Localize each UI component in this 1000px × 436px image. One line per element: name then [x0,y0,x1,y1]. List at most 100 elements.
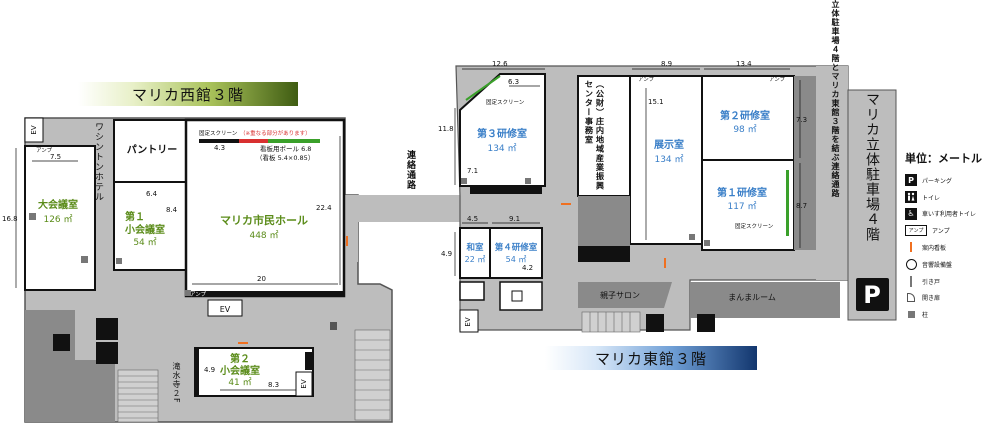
jimukyoku-name: （公財）庄内地域産業振興センター事務室 [584,80,605,191]
sliding-door-icon [905,275,917,287]
kanban-pole-label: 看板用ポール 6.8 [260,144,311,153]
parking-name-label: マリカ立体駐車場４階 [864,92,880,242]
legend-label: トイレ [922,194,941,202]
dimension-label: 15.1 [648,98,664,106]
parking-bridge [816,66,848,280]
screen-line [786,170,789,236]
sign-marker [561,203,571,205]
service-area [25,310,75,422]
pillar [29,213,36,220]
legend-label: 柱 [922,312,929,320]
shokaigi2-area: 41 ㎡ [228,377,251,388]
speaker-icon [905,258,917,270]
parking-glyph: P [863,281,881,309]
kenshu2-area: 98 ㎡ [733,124,756,135]
kenshu3-area: 134 ㎡ [487,143,516,154]
shokaigi2-wall [195,348,199,396]
dimension-label: 4.9 [441,250,452,258]
elevator-west-top [24,117,44,143]
sign-marker [664,258,666,268]
elevator-west-bottom [207,299,243,317]
west-building-banner: マリカ西館３階 [78,82,298,106]
restroom-west-female [96,342,118,364]
pillar [81,256,88,263]
daikaigi-area: 126 ㎡ [43,214,72,225]
stage-strip [186,291,344,297]
dimension-label: 6.3 [508,78,519,86]
room-washitsu[interactable] [459,227,491,279]
room-kenshu2[interactable] [701,75,795,161]
shokaigi2-wall [305,352,313,370]
legend-item: ♿ 車いす利用者トイレ [905,207,1000,221]
legend-label: 車いす利用者トイレ [922,211,977,219]
dimension-label: 9.1 [509,215,520,223]
pantry-name: パントリー [127,144,178,156]
legend-label: 音響設備盤 [922,261,953,269]
restroom-icon [905,191,917,204]
kanban-size-label: （看板 5.4×0.85） [256,153,314,162]
amp-label: アンプ [36,147,53,154]
amp-label: アンプ [190,291,207,298]
dimension-label: 6.4 [146,190,158,198]
hall-name: マリカ市民ホール [220,213,308,227]
kenshu3-name: 第３研修室 [477,127,527,140]
pillar [689,234,695,240]
restroom-west-male [96,318,118,340]
legend-item: 開き扉 [905,292,1000,305]
dimension-label: 4.2 [522,264,533,272]
legend-label: パーキング [922,177,952,185]
kenshu1-area: 117 ㎡ [727,201,756,212]
wall-strip [470,186,542,194]
washington-hotel-label: ワシントンホテル [93,122,103,202]
small-room [459,281,485,301]
kotakiyama-label: 滝水寺２F [172,362,181,404]
wheelchair-icon: ♿ [905,207,917,220]
elevator-west-lower [295,371,313,397]
dimension-label: 7.5 [50,153,61,161]
restroom-east-a [646,314,664,332]
sign-marker [346,236,348,246]
staircase [117,369,159,423]
legend-label: 引き戸 [922,278,941,286]
washitsu-area: 22 ㎡ [465,255,486,264]
east-building-banner: マリカ東館３階 [545,346,757,370]
dark-core [578,196,630,246]
staircase [354,329,391,421]
swing-door-icon [905,292,917,304]
room-shokaigi2[interactable] [194,347,314,397]
dimension-label: 11.8 [438,125,454,133]
ev-label: EV [300,379,308,388]
ev-label: EV [30,125,38,134]
dimension-label: 4.9 [204,366,215,374]
legend-item: アンプ アンプ [905,224,1000,237]
dimension-label: 22.4 [316,204,332,212]
ev-label: EV [220,305,231,314]
legend-item: 案内看板 [905,241,1000,254]
legend-label: 開き扉 [922,295,941,303]
ev-label: EV [464,317,472,326]
screen-warning-label: （※重なる部分があります） [240,129,311,137]
dimension-label: 7.1 [467,167,478,175]
room-daikaigi[interactable] [24,145,96,291]
kenshu4-name: 第４研修室 [495,242,538,253]
dimension-label: 12.6 [492,60,508,68]
manma-name: まんまルーム [728,293,776,302]
pillar [330,322,337,330]
map-legend: 単位：メートル P パーキング トイレ ♿ 車いす利用者トイレ アンプ アンプ … [905,150,1000,325]
tenji-name: 展示室 [654,138,684,151]
sign-icon [905,241,917,253]
room-kenshu4[interactable] [489,227,543,279]
parking-icon: P [905,174,917,187]
legend-title: 単位：メートル [905,152,982,165]
legend-label: 案内看板 [922,244,947,252]
parking-route-label: 立体駐車場４階とマリカ東館３階を結ぶ連絡通路 [831,0,840,198]
amp-label: アンプ [638,76,655,83]
dimension-label: 20 [257,275,266,283]
kanban-pole-bar [268,139,320,143]
room-hall[interactable] [184,118,346,298]
shokaigi2-name: 小会議室 [219,364,260,377]
amp-label: アンプ [769,76,786,83]
parking-icon-box [856,278,889,311]
kenshu4-area: 54 ㎡ [506,255,527,264]
